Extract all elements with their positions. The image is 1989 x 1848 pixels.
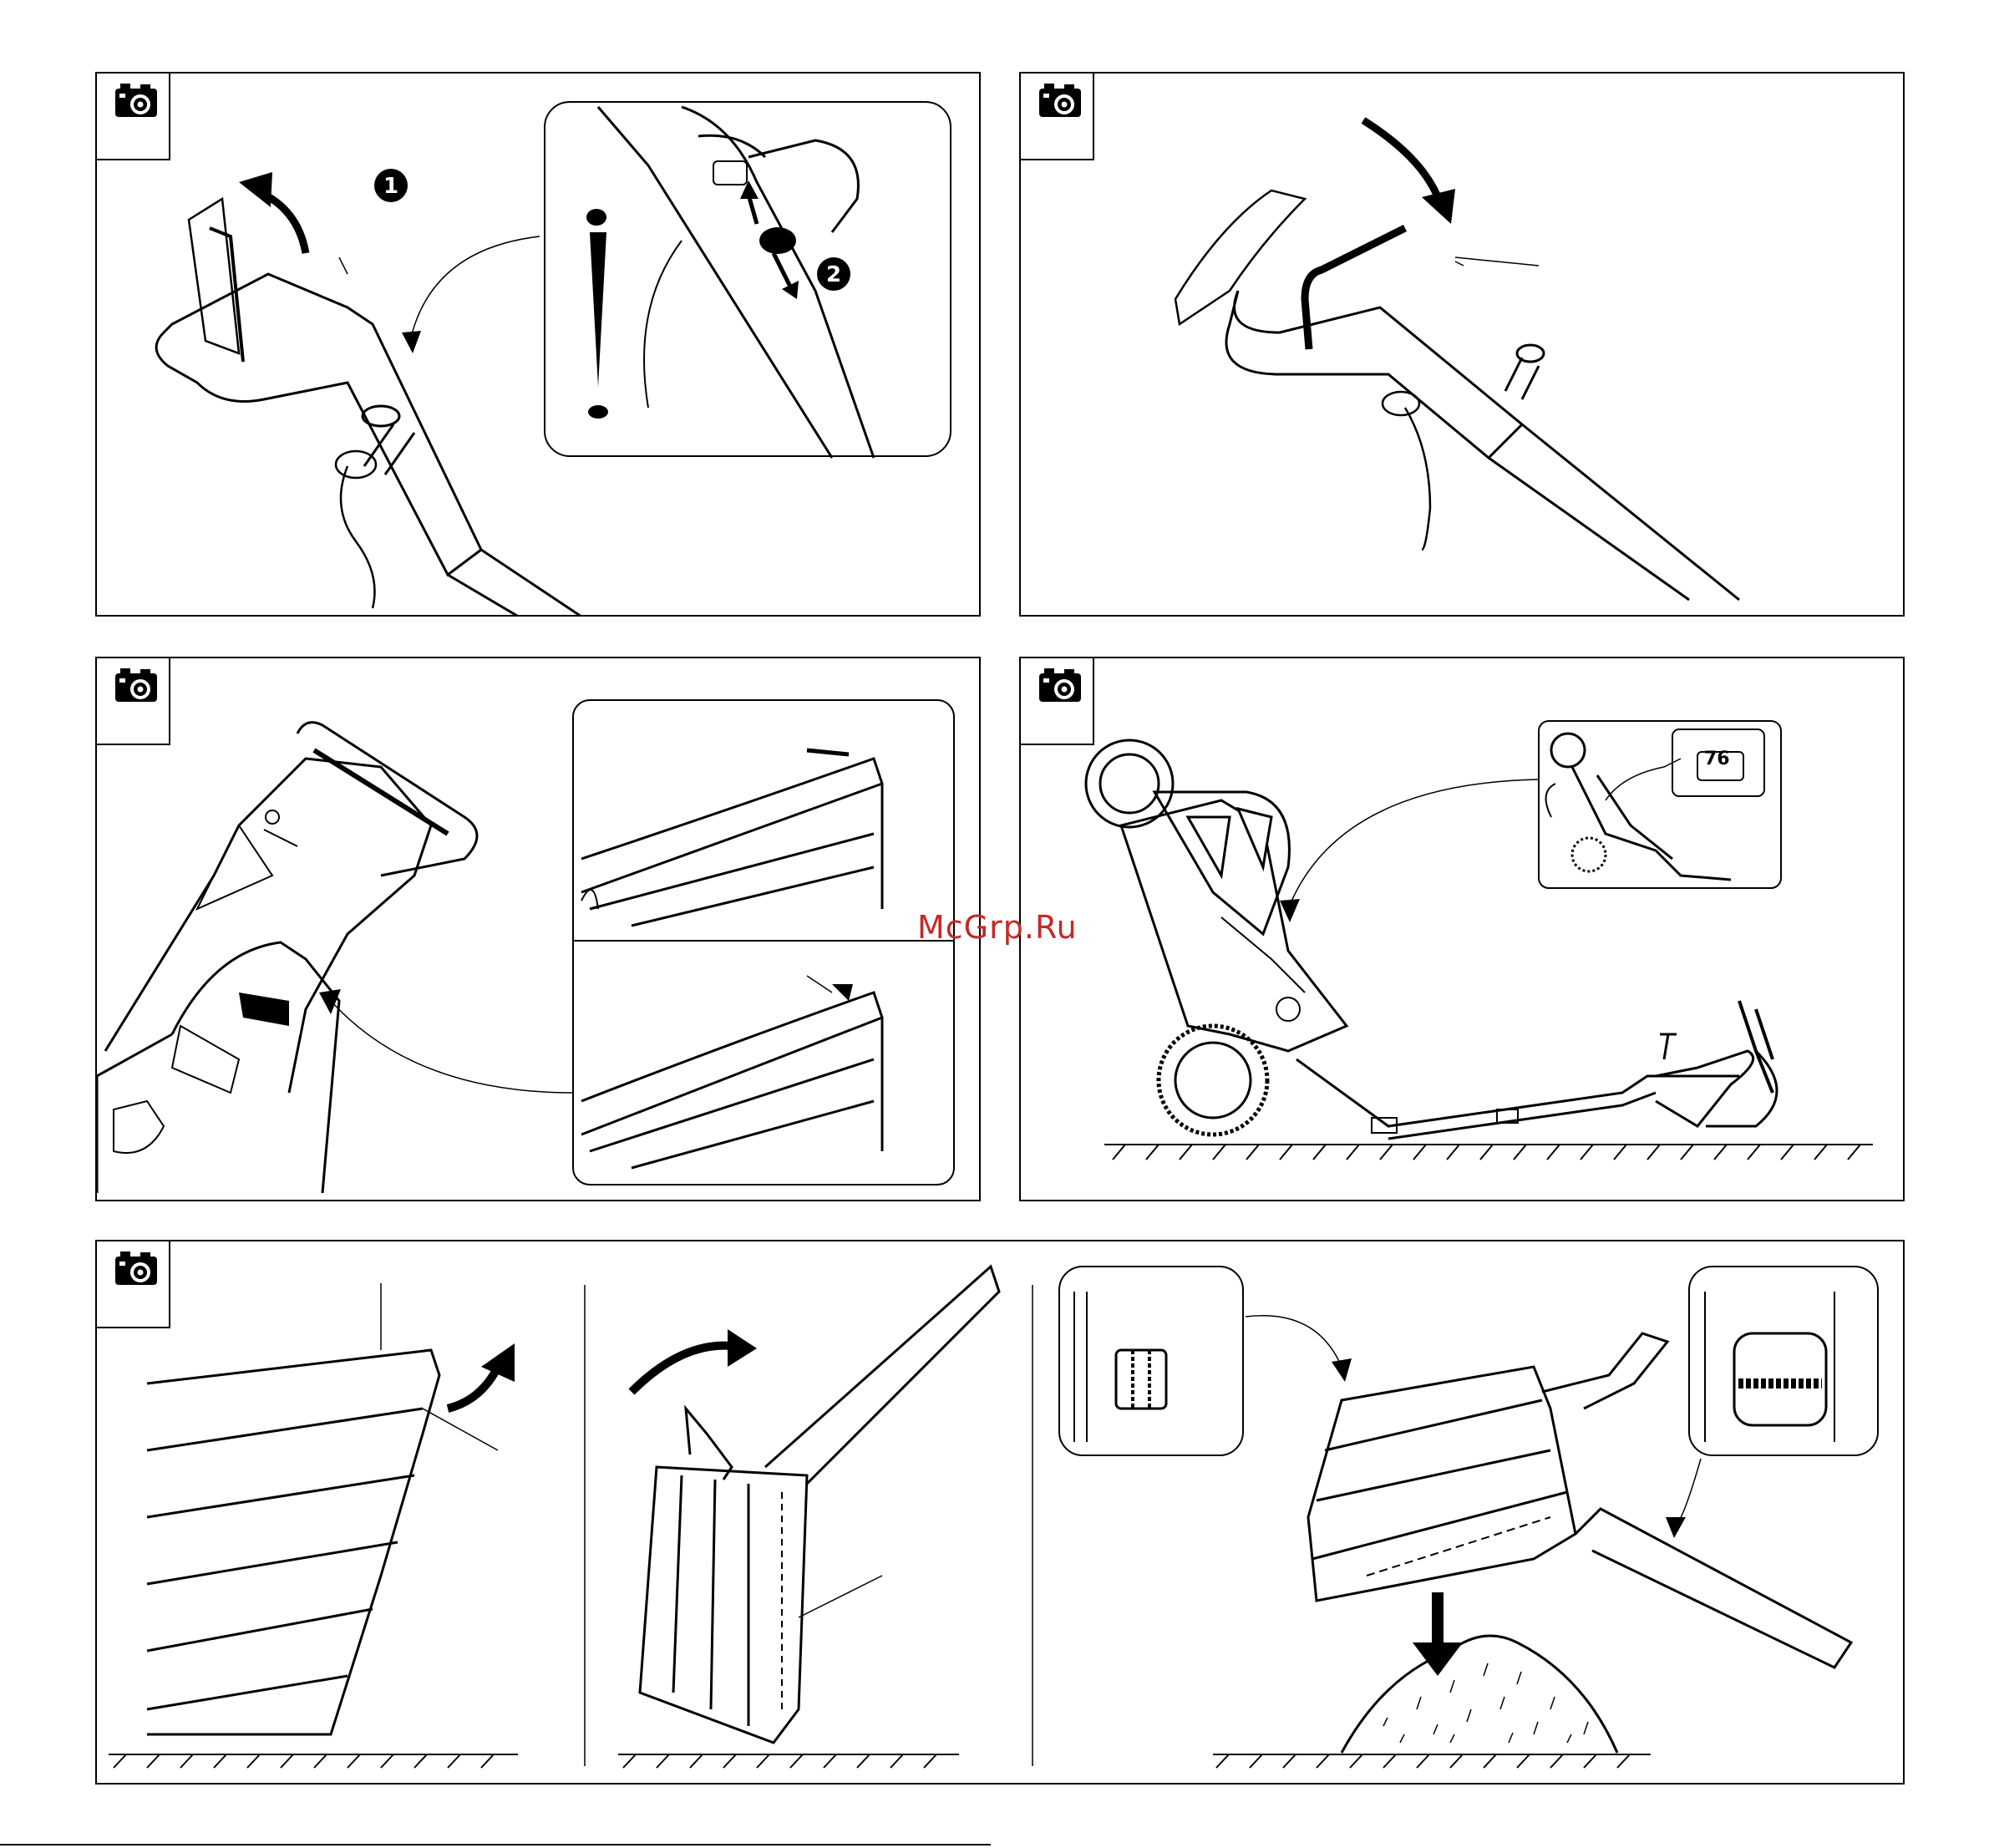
panel-collector-empty bbox=[95, 1240, 1905, 1785]
mower-collector-illustration bbox=[97, 658, 981, 1201]
panel-handle-speed: 1 2 bbox=[95, 72, 981, 617]
inset-label-76-overlay: 76 bbox=[1704, 749, 1730, 769]
collector-empty-illustration bbox=[97, 1241, 1905, 1785]
watermark: McGrp.Ru bbox=[917, 909, 1078, 946]
step-2-marker: 2 bbox=[826, 262, 841, 287]
step-markers: 1 2 bbox=[97, 74, 981, 617]
handle-illustration bbox=[1021, 74, 1905, 617]
panel-handle-release bbox=[1019, 72, 1905, 617]
panel-mower-tilted: 76 bbox=[1019, 657, 1905, 1201]
panel-collector-attach bbox=[95, 657, 981, 1201]
step-1-marker: 1 bbox=[383, 174, 398, 199]
bottom-rule bbox=[0, 1844, 991, 1845]
tilted-mower-illustration bbox=[1021, 658, 1905, 1201]
